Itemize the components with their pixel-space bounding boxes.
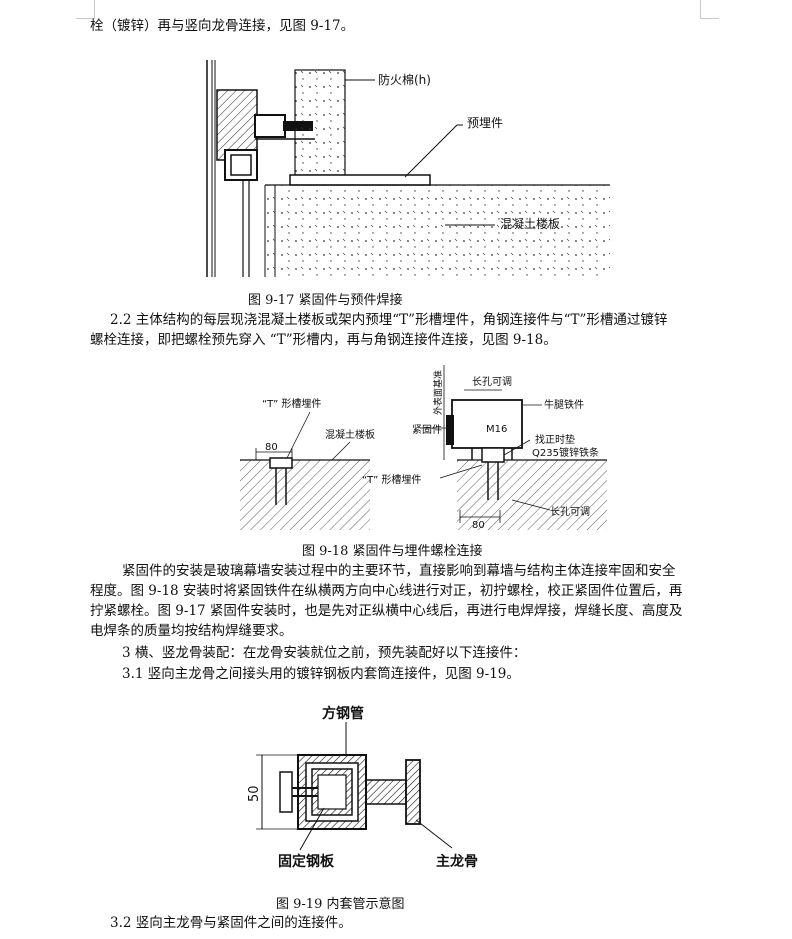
- label-long-hole-top: 长孔可调: [472, 376, 512, 388]
- label-fastener: 紧固件: [412, 424, 442, 436]
- figure-9-18: 80 “T” 形槽埋件 混凝土楼板 外表面基准 M16 长孔可调 牛腿铁件 紧固…: [240, 365, 607, 531]
- label-m16: M16: [486, 424, 507, 435]
- paragraph-line: 栓（镀锌）再与竖向龙骨连接，见图 9-17。: [90, 18, 355, 34]
- paragraph-line: 拧紧螺栓。图 9-17 紧固件安装时，也是先对正纵横中心线后，再进行电焊焊接，焊…: [90, 603, 683, 619]
- dim-80-left: 80: [265, 442, 278, 453]
- figure-9-17: 防火棉(h) 预埋件 混凝土楼板: [206, 60, 610, 277]
- paragraph-line: 3.1 竖向主龙骨之间接头用的镀锌钢板内套筒连接件，见图 9-19。: [122, 666, 520, 682]
- label-embed: 预埋件: [467, 116, 503, 130]
- figure-caption-9-18: 图 9-18 紧固件与埋件螺栓连接: [302, 544, 483, 559]
- paragraph-line: 螺栓连接，即把螺栓预先穿入 “T”形槽内，再与角钢连接件连接，见图 9-18。: [90, 332, 557, 348]
- label-plate: 固定钢板: [278, 853, 335, 870]
- label-tslot-bottom: “T” 形槽埋件: [362, 473, 421, 486]
- figure-caption-9-19: 图 9-19 内套管示意图: [276, 897, 405, 912]
- label-wall-line: 外表面基准: [432, 370, 444, 415]
- label-concrete: 混凝土楼板: [325, 428, 375, 441]
- label-angle: 牛腿铁件: [544, 398, 584, 411]
- label-slab: 混凝土楼板: [500, 216, 560, 231]
- label-strip: Q235镀锌铁条: [532, 446, 599, 459]
- paragraph-line: 2.2 主体结构的每层现浇混凝土楼板或架内预埋“T”形槽埋件，角钢连接件与“T”…: [110, 312, 668, 328]
- label-long-hole-bottom: 长孔可调: [550, 506, 590, 518]
- page-corner-mark-left: [76, 0, 95, 19]
- label-main-keel: 主龙骨: [436, 853, 478, 870]
- paragraph-line: 紧固件的安装是玻璃幕墙安装过程中的主要环节，直接影响到幕墙与结构主体连接牢固和安…: [122, 563, 676, 579]
- label-fireproof: 防火棉(h): [378, 72, 431, 87]
- figure-9-19: 方钢管 50 固定钢板 主龙骨: [247, 705, 478, 870]
- page-corner-mark-right: [700, 0, 719, 19]
- dim-50: 50: [247, 785, 262, 802]
- figure-caption-9-17: 图 9-17 紧固件与预件焊接: [248, 293, 403, 308]
- paragraph-line: 3.2 竖向主龙骨与紧固件之间的连接件。: [110, 915, 352, 931]
- label-tslot-top: “T” 形槽埋件: [262, 397, 321, 410]
- label-shim: 找正时垫: [535, 433, 575, 446]
- paragraph-line: 程度。图 9-18 安装时将紧固铁件在纵横两方向中心线进行对正，初拧螺栓，校正紧…: [90, 583, 683, 599]
- dim-80-right: 80: [472, 520, 485, 531]
- label-square-tube: 方钢管: [322, 705, 364, 722]
- paragraph-line: 电焊条的质量均按结构焊缝要求。: [90, 623, 293, 639]
- paragraph-line: 3 横、竖龙骨装配：在龙骨安装就位之前，预先装配好以下连接件：: [122, 645, 527, 661]
